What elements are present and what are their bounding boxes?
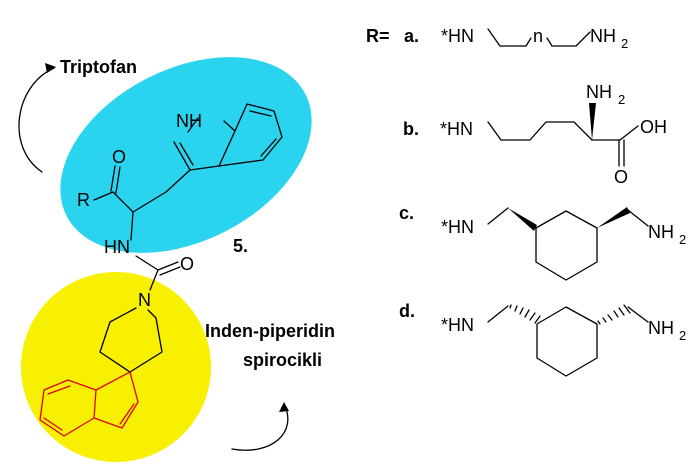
indene-ring <box>39 371 139 437</box>
label-triptofan: Triptofan <box>60 57 137 77</box>
label-inden-1: Inden-piperidin <box>205 321 335 341</box>
label-c: c. <box>399 203 414 223</box>
arrow-inden <box>231 402 289 451</box>
a-hn: *HN <box>441 26 474 46</box>
label-r-equals: R= <box>366 26 390 46</box>
c-nh2: NH <box>648 222 674 242</box>
a-nh2: NH <box>590 26 616 46</box>
tryptophan-highlight <box>60 57 312 253</box>
b-o: O <box>614 167 628 187</box>
atom-hn: HN <box>104 237 130 257</box>
a-n: n <box>533 26 543 46</box>
amino-acid-backbone <box>93 165 191 291</box>
substituent-d: d. *HN NH 2 <box>399 301 686 377</box>
a-sub2: 2 <box>621 36 628 51</box>
atom-o-urea: O <box>180 254 194 274</box>
indole-ring <box>173 103 283 171</box>
substituent-b: b. *HN NH 2 OH O <box>403 82 667 187</box>
b-oh: OH <box>640 117 667 137</box>
c-sub2: 2 <box>679 232 686 247</box>
substituent-a: a. *HN n NH 2 <box>404 26 628 51</box>
d-sub2: 2 <box>679 328 686 343</box>
substituent-c: c. *HN NH 2 <box>399 203 686 281</box>
label-b: b. <box>403 119 419 139</box>
b-nh2: NH <box>586 82 612 102</box>
label-inden-2: spirocikli <box>243 350 322 370</box>
label-d: d. <box>399 301 415 321</box>
atom-nh-indole: NH <box>176 111 202 131</box>
indene-piperidine-highlight <box>21 272 211 462</box>
label-a: a. <box>404 26 419 46</box>
b-hn: *HN <box>440 119 473 139</box>
d-nh2: NH <box>648 318 674 338</box>
arrow-triptofan <box>18 63 56 173</box>
c-hn: *HN <box>441 217 474 237</box>
atom-o-carbonyl: O <box>112 147 126 167</box>
label-compound-5: 5. <box>233 236 248 256</box>
atom-n-piperidine: N <box>138 290 151 310</box>
b-sub2: 2 <box>618 92 625 107</box>
atom-r: R <box>77 190 90 210</box>
d-hn: *HN <box>441 315 474 335</box>
